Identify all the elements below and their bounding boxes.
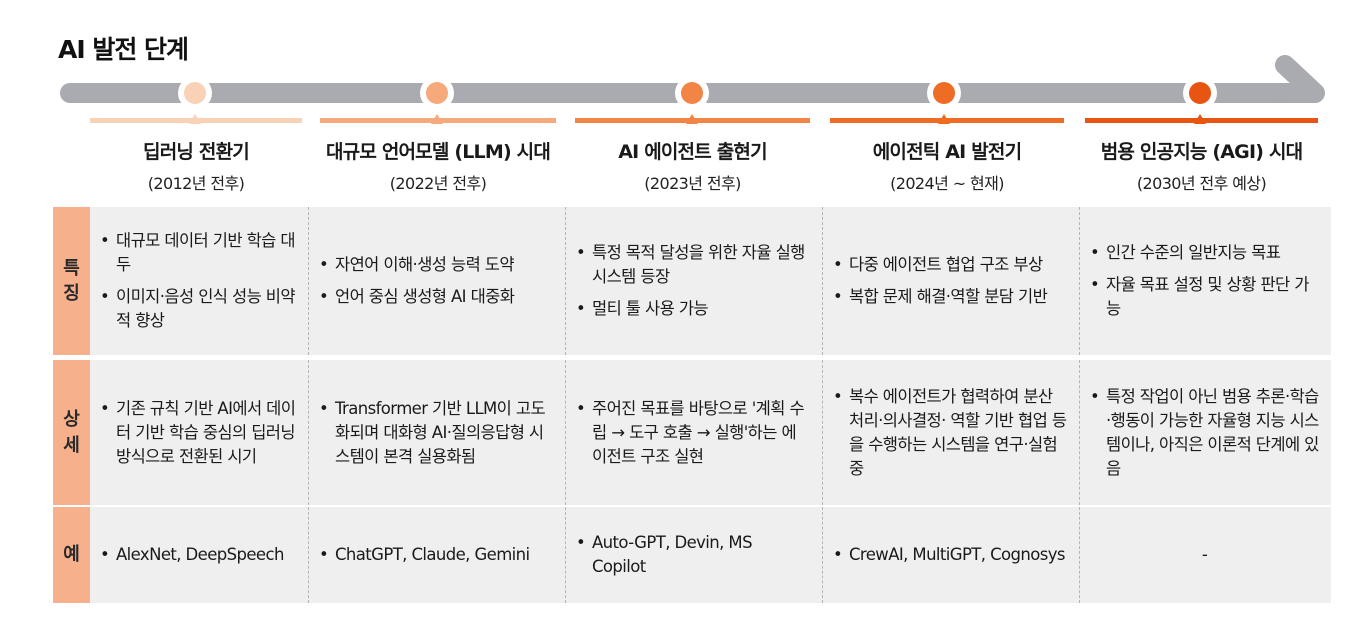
stage-name: 딥러닝 전환기 (143, 141, 250, 163)
table-cell: 다중 에이전트 협업 구조 부상복합 문제 해결·역할 분담 기반 (822, 207, 1079, 355)
stage-year: (2024년 ~ 현재) (890, 174, 1004, 193)
empty-value: - (1201, 545, 1208, 564)
bullet-item: 복수 에이전트가 협력하여 분산 처리·의사결정· 역할 기반 협업 등을 수행… (833, 385, 1067, 481)
table-cell: 복수 에이전트가 협력하여 분산 처리·의사결정· 역할 기반 협업 등을 수행… (822, 360, 1079, 505)
stage-header-3: AI 에이전트 출현기 (2023년 전후) (575, 118, 810, 194)
bullet-item: 자연어 이해·생성 능력 도약 (319, 253, 553, 277)
stage-year: (2030년 전후 예상) (1136, 174, 1267, 193)
table-cell: 인간 수준의 일반지능 목표자율 목표 설정 및 상황 판단 가능 (1079, 207, 1331, 355)
bullet-item: 자율 목표 설정 및 상황 판단 가능 (1090, 273, 1319, 321)
row-label-text: 예 (63, 544, 80, 566)
bullet-item: 복합 문제 해결·역할 분담 기반 (833, 285, 1067, 309)
stage-name: 범용 인공지능 (AGI) 시대 (1100, 141, 1303, 163)
row-label: 상 세 (53, 360, 90, 505)
stage-year: (2022년 전후) (389, 174, 487, 193)
bullet-item: 멀티 툴 사용 가능 (576, 297, 810, 321)
stage-year: (2023년 전후) (644, 174, 741, 193)
stage-color-bar (320, 118, 556, 123)
bullet-item: Transformer 기반 LLM이 고도화되며 대화형 AI·질의응답형 시… (319, 397, 553, 469)
timeline-arrowhead (1275, 55, 1325, 103)
table-cell: CrewAI, MultiGPT, Cognosys (822, 507, 1079, 603)
row-label: 특 징 (53, 207, 90, 355)
stage-name: 에이전틱 AI 발전기 (872, 141, 1022, 163)
stage-color-bar (90, 118, 302, 123)
timeline-dot-4 (927, 76, 961, 124)
stage-name: 대규모 언어모델 (LLM) 시대 (325, 141, 551, 163)
bullet-item: 특정 목적 달성을 위한 자율 실행 시스템 등장 (576, 241, 810, 289)
bullet-item: 이미지·음성 인식 성능 비약적 향상 (100, 285, 296, 333)
example-row: 예 AlexNet, DeepSpeech ChatGPT, Claude, Gem… (53, 507, 1331, 603)
bullet-item: 다중 에이전트 협업 구조 부상 (833, 253, 1067, 277)
bullet-item: 인간 수준의 일반지능 목표 (1090, 241, 1319, 265)
table-cell: 주어진 목표를 바탕으로 '계획 수립 → 도구 호출 → 실행'하는 에이전트… (565, 360, 822, 505)
stage-name: AI 에이전트 출현기 (618, 141, 767, 163)
bullet-item: 주어진 목표를 바탕으로 '계획 수립 → 도구 호출 → 실행'하는 에이전트… (576, 397, 810, 469)
bullet-item: ChatGPT, Claude, Gemini (319, 543, 553, 567)
bullet-item: AlexNet, DeepSpeech (100, 543, 296, 567)
table-cell: Auto-GPT, Devin, MS Copilot (565, 507, 822, 603)
stage-year: (2012년 전후) (147, 174, 245, 193)
timeline-arrow (60, 55, 1325, 124)
bullet-item: 기존 규칙 기반 AI에서 데이터 기반 학습 중심의 딥러닝 방식으로 전환된… (100, 397, 296, 469)
table-cell: 대규모 데이터 기반 학습 대두이미지·음성 인식 성능 비약적 향상 (90, 207, 308, 355)
table-cell: 자연어 이해·생성 능력 도약언어 중심 생성형 AI 대중화 (308, 207, 565, 355)
table-cell: - (1079, 507, 1331, 603)
feature-row: 특 징대규모 데이터 기반 학습 대두이미지·음성 인식 성능 비약적 향상자연… (53, 207, 1331, 355)
timeline-dot-2 (420, 76, 454, 124)
table-cell: 특정 작업이 아닌 범용 추론·학습·행동이 가능한 자율형 지능 시스템이나,… (1079, 360, 1331, 505)
stage-header-1: 딥러닝 전환기 (2012년 전후) (90, 118, 302, 194)
stage-header-5: 범용 인공지능 (AGI) 시대 (2030년 전후 예상) (1085, 118, 1318, 194)
table-cell: ChatGPT, Claude, Gemini (308, 507, 565, 603)
bullet-item: 특정 작업이 아닌 범용 추론·학습·행동이 가능한 자율형 지능 시스템이나,… (1090, 385, 1319, 481)
bullet-item: 대규모 데이터 기반 학습 대두 (100, 229, 296, 277)
table-cell: Transformer 기반 LLM이 고도화되며 대화형 AI·질의응답형 시… (308, 360, 565, 505)
stage-color-bar (575, 118, 810, 123)
row-label-text: 상 세 (63, 409, 80, 456)
detail-row: 상 세 기존 규칙 기반 AI에서 데이터 기반 학습 중심의 딥러닝 방식으로 … (53, 360, 1331, 505)
stage-color-bar (830, 118, 1064, 123)
table-cell: 기존 규칙 기반 AI에서 데이터 기반 학습 중심의 딥러닝 방식으로 전환된… (90, 360, 308, 505)
timeline-dot-1 (178, 76, 212, 124)
bullet-item: 언어 중심 생성형 AI 대중화 (319, 285, 553, 309)
timeline-dot-3 (675, 76, 709, 124)
row-label: 예 (53, 507, 90, 603)
row-label-text: 특 징 (63, 257, 80, 304)
bullet-item: CrewAI, MultiGPT, Cognosys (833, 543, 1067, 567)
page-title: AI 발전 단계 (58, 35, 189, 64)
stage-color-bar (1085, 118, 1318, 123)
bullet-item: Auto-GPT, Devin, MS Copilot (576, 531, 810, 579)
stage-header-4: 에이전틱 AI 발전기 (2024년 ~ 현재) (830, 118, 1064, 194)
timeline-dot-5 (1183, 76, 1217, 124)
stage-header-2: 대규모 언어모델 (LLM) 시대 (2022년 전후) (320, 118, 556, 194)
table-cell: AlexNet, DeepSpeech (90, 507, 308, 603)
table-cell: 특정 목적 달성을 위한 자율 실행 시스템 등장멀티 툴 사용 가능 (565, 207, 822, 355)
